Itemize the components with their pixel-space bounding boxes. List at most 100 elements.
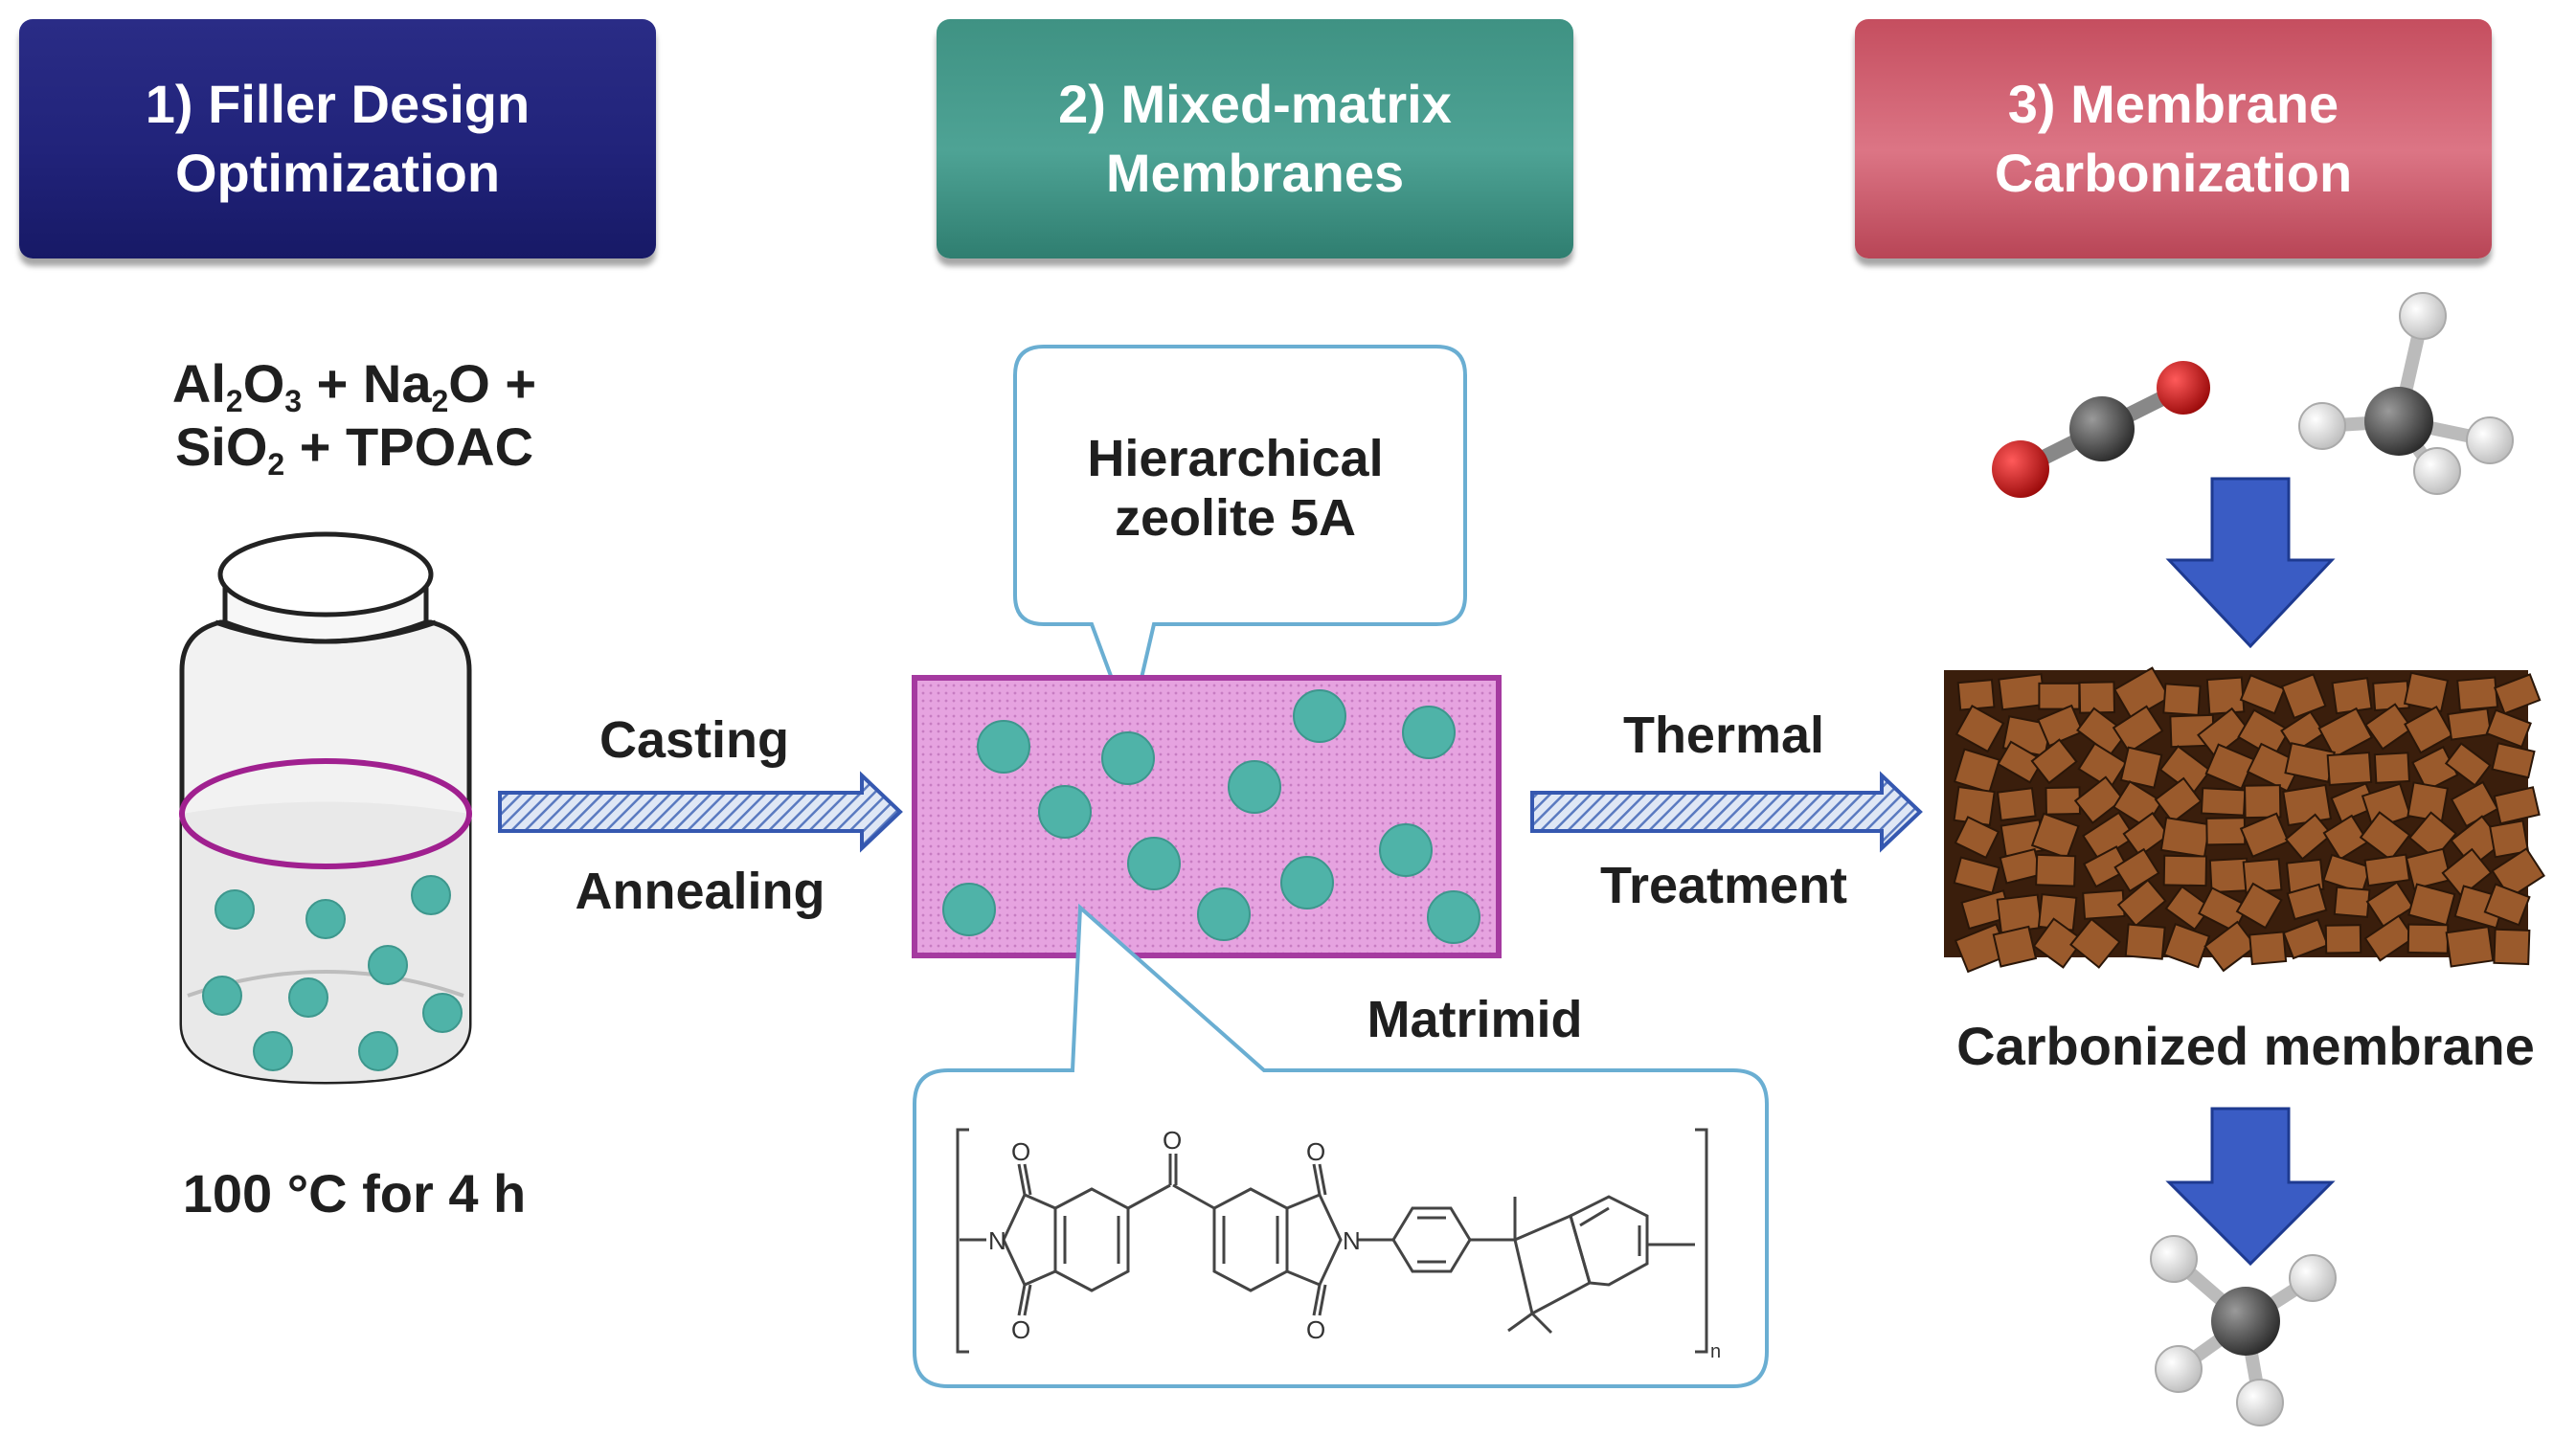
zeolite-particle	[368, 945, 408, 985]
reagents-label: Al2O3 + Na2O + SiO2 + TPOAC	[134, 352, 575, 480]
zeolite-particle	[422, 993, 463, 1033]
carbon-flake	[2162, 922, 2211, 969]
carbon-flake	[1956, 679, 1996, 711]
carbon-flake	[2444, 742, 2492, 787]
annealing-label: Annealing	[575, 863, 825, 920]
carbon-flake	[2364, 703, 2414, 751]
reagent-o-plus: O +	[448, 353, 537, 414]
atom-o-4: O	[1306, 1137, 1325, 1166]
carbon-flake	[2286, 883, 2328, 921]
zeolite-label: Hierarchical zeolite 5A	[1034, 429, 1436, 548]
reagent-si: SiO	[174, 416, 268, 477]
carbon-flake	[2405, 847, 2452, 890]
carbon-flake	[2408, 811, 2458, 861]
carbon-flake	[2197, 707, 2250, 758]
matrimid-structure	[956, 1128, 1708, 1354]
zeolite-particle	[253, 1031, 293, 1071]
carbon-flake	[2078, 681, 2116, 714]
carbon-flake	[2112, 705, 2164, 754]
zeolite-particle	[358, 1031, 398, 1071]
carbon-flake	[2447, 707, 2493, 741]
jar-particles	[202, 875, 463, 1071]
carbon-flake	[2237, 708, 2291, 759]
carbon-flake	[2235, 882, 2283, 930]
zeolite-particle	[1197, 887, 1251, 941]
carbon-flake	[2082, 845, 2130, 888]
carbon-flake	[1996, 787, 2037, 821]
carbon-flake	[2284, 813, 2334, 861]
step1-line2: Optimization	[174, 143, 501, 203]
zeolite-particle	[1127, 837, 1181, 890]
carbon-flake	[2491, 742, 2536, 779]
carbon-flakes	[1953, 666, 2545, 974]
synthesis-condition: 100 °C for 4 h	[182, 1163, 527, 1224]
carbon-flake	[2493, 928, 2531, 966]
zeolite-particle	[1293, 689, 1346, 743]
carbon-flake	[2333, 886, 2371, 918]
reagent-na: + Na	[302, 353, 432, 414]
atom-o-1: O	[1011, 1137, 1030, 1166]
carbon-flake	[2119, 746, 2163, 789]
carbon-flake	[2407, 923, 2450, 954]
carbon-flake	[2122, 811, 2170, 858]
zeolite-particle	[215, 889, 255, 930]
carbon-flake	[1953, 748, 2001, 794]
carbon-flake	[1998, 673, 2046, 711]
carbon-flake	[2200, 787, 2247, 817]
carbon-flake	[1953, 856, 2000, 895]
gas-feed-arrow	[2165, 477, 2336, 649]
carbon-flake	[2030, 812, 2080, 860]
reagent-na-sub: 2	[431, 384, 449, 418]
casting-arrow	[498, 771, 903, 853]
zeolite-particle	[202, 976, 242, 1016]
carbon-flake	[2205, 676, 2246, 715]
thermal-label: Thermal	[1622, 707, 1825, 764]
carbon-flake	[2324, 924, 2362, 954]
carbon-flake	[2331, 677, 2373, 715]
carbon-flake	[2116, 878, 2167, 928]
carbon-flake	[2282, 918, 2329, 960]
carbon-flake	[2248, 931, 2288, 966]
carbon-flake	[2162, 854, 2208, 887]
zeolite-line1: Hierarchical	[1087, 430, 1384, 487]
carbon-flake	[2113, 666, 2171, 721]
carbon-flake	[2239, 674, 2286, 715]
zeolite-particle	[288, 977, 328, 1018]
membrane-particles	[942, 689, 1480, 944]
carbon-flake	[2363, 914, 2415, 962]
carbon-flake	[2317, 707, 2374, 759]
reagent-o: O	[242, 353, 285, 414]
treatment-label: Treatment	[1599, 857, 1848, 914]
reagent-al-sub: 2	[225, 384, 243, 418]
carbon-flake	[2159, 816, 2211, 859]
carbonized-membrane-label: Carbonized membrane	[1956, 1016, 2535, 1076]
zeolite-particle	[1427, 890, 1480, 944]
carbon-flake	[1955, 705, 2005, 753]
thermal-arrow	[1530, 771, 1923, 853]
atom-n-left: N	[988, 1226, 1006, 1255]
carbon-flake	[2489, 820, 2530, 859]
reagent-o-sub: 3	[284, 384, 303, 418]
zeolite-particle	[1228, 760, 1281, 814]
carbon-flake	[2158, 745, 2212, 796]
step3-line1: 3) Membrane	[2007, 74, 2339, 134]
zeolite-particle	[1280, 856, 1334, 909]
carbon-flake	[2441, 847, 2493, 898]
carbon-flake	[2493, 786, 2541, 825]
carbon-flake	[2239, 812, 2290, 859]
carbon-flake	[2363, 853, 2411, 887]
carbon-flake	[2242, 858, 2283, 894]
step2-line2: Membranes	[1105, 143, 1405, 203]
zeolite-line2: zeolite 5A	[1114, 489, 1357, 547]
carbon-flake	[2280, 710, 2326, 753]
carbon-flake	[2282, 783, 2333, 827]
carbon-flake	[2373, 752, 2411, 784]
carbon-flake	[2407, 883, 2456, 927]
carbon-flake	[2483, 883, 2531, 927]
carbon-flake	[2326, 751, 2373, 787]
carbon-flake	[2244, 784, 2282, 820]
carbon-flake	[2404, 705, 2454, 754]
permeate-arrow	[2165, 1107, 2336, 1267]
